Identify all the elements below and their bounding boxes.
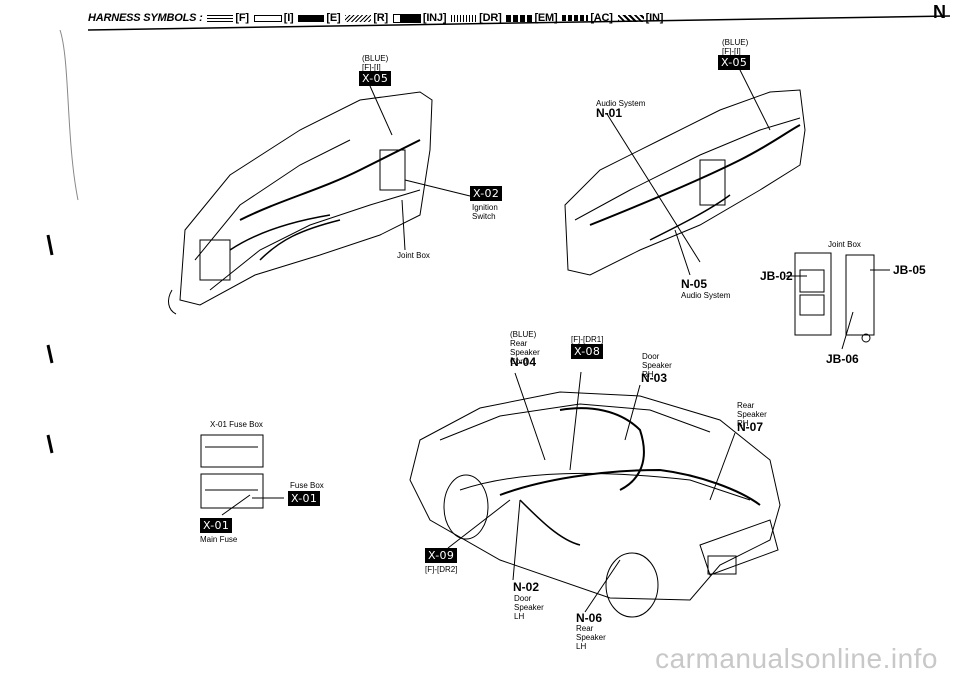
x09-note: [F]-[DR2] xyxy=(425,565,458,574)
legend-code-f: [F] xyxy=(235,12,249,24)
legend-code-i: [I] xyxy=(283,12,294,24)
main-fuse-label: Main Fuse xyxy=(200,535,238,544)
page-letter: N xyxy=(933,2,946,22)
right-x05-badge: X-05 xyxy=(718,55,751,70)
legend-code-e: [E] xyxy=(326,12,341,24)
fuse-box-x01-badge: X-01 xyxy=(288,491,321,506)
n07-code: N-07 xyxy=(737,420,764,434)
n02-code: N-02 xyxy=(513,580,540,594)
injection-harness-icon xyxy=(392,13,421,23)
door-speaker-rh-label: Door Speaker RH xyxy=(642,352,672,379)
legend-title: HARNESS SYMBOLS : xyxy=(88,12,203,24)
binding-marks xyxy=(46,234,54,454)
joint-box-drawing xyxy=(786,252,890,350)
audio-system-top-label: Audio System xyxy=(596,99,646,108)
x08-note: [F]-[DR1] xyxy=(571,335,604,344)
left-x05-badge: X-05 xyxy=(359,71,392,86)
legend-code-em: [EM] xyxy=(534,12,558,24)
door-speaker-lh-label: Door Speaker LH xyxy=(514,594,544,621)
ignition-switch-label: Ignition Switch xyxy=(472,203,498,221)
right-x05-note: (BLUE) [F]-[I] xyxy=(722,38,749,56)
jb02-code: JB-02 xyxy=(760,269,793,283)
n01-code: N-01 xyxy=(596,106,623,120)
left-dashboard-drawing xyxy=(168,85,471,315)
rear-harness-icon xyxy=(345,14,372,22)
fuse-box-label: Fuse Box xyxy=(290,481,324,490)
x09-badge: X-09 xyxy=(425,548,458,563)
front-harness-icon xyxy=(207,14,234,22)
jb05-code: JB-05 xyxy=(893,263,926,277)
fuse-box-title: X-01 Fuse Box xyxy=(210,420,263,429)
audio-system-bottom-label: Audio System xyxy=(681,291,731,300)
n04-code: N-04 xyxy=(510,355,537,369)
legend-code-r: [R] xyxy=(373,12,388,24)
car-body-drawing xyxy=(409,371,781,618)
left-joint-box-label: Joint Box xyxy=(397,251,430,260)
legend-code-dr: [DR] xyxy=(479,12,502,24)
rear-speaker-lh-label: Rear Speaker LH xyxy=(576,624,606,651)
header-rule xyxy=(87,15,951,31)
x02-badge: X-02 xyxy=(470,186,503,201)
engine-harness-icon xyxy=(506,14,533,22)
n03-code: N-03 xyxy=(641,371,668,385)
jb06-code: JB-06 xyxy=(826,352,859,366)
instrument-harness-icon xyxy=(253,14,282,22)
main-fuse-x01-badge: X-01 xyxy=(200,518,233,533)
rear-speaker-cord-note: (BLUE) Rear Speaker Cord xyxy=(510,330,540,366)
left-x05-note: (BLUE) [F]-[I] xyxy=(362,54,389,72)
door-harness-icon xyxy=(451,14,478,22)
emission-harness-icon xyxy=(298,14,325,22)
n05-code: N-05 xyxy=(681,277,708,291)
n06-code: N-06 xyxy=(576,611,603,625)
fuse-box-drawing xyxy=(200,434,284,516)
site-watermark: carmanualsonline.info xyxy=(655,643,938,674)
joint-box-title: Joint Box xyxy=(828,240,861,249)
rear-speaker-rh-label: Rear Speaker RH xyxy=(737,401,767,428)
x08-badge: X-08 xyxy=(571,344,604,359)
interior-harness-icon xyxy=(617,14,644,22)
legend-code-inj: [INJ] xyxy=(422,12,447,24)
page-edge-shadow xyxy=(59,29,79,201)
right-dashboard-drawing xyxy=(564,65,806,276)
harness-symbols-legend: HARNESS SYMBOLS : [F] [I] [E] [R] [INJ] … xyxy=(88,12,663,24)
air-con-harness-icon xyxy=(562,15,589,22)
